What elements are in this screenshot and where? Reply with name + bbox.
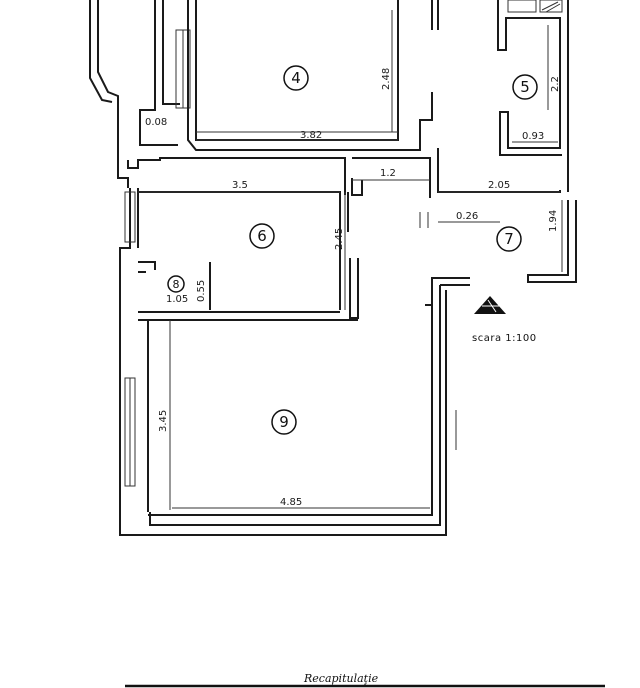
room-number-4: 4 bbox=[291, 69, 301, 87]
room-number-6: 6 bbox=[257, 227, 267, 245]
dim-1-05: 1.05 bbox=[166, 294, 188, 305]
dim-2-45: 2.45 bbox=[334, 228, 345, 250]
dim-1-2: 1.2 bbox=[380, 168, 396, 179]
dim-0-55: 0.55 bbox=[196, 280, 207, 302]
room-number-8: 8 bbox=[173, 278, 180, 291]
room-label-9: 9 bbox=[271, 409, 297, 435]
room-label-7: 7 bbox=[496, 226, 522, 252]
dim-2-48: 2.48 bbox=[381, 68, 392, 90]
dim-2-2: 2.2 bbox=[550, 76, 561, 92]
room-4-walls bbox=[187, 0, 439, 151]
room-label-8: 8 bbox=[167, 275, 185, 293]
dim-0-26: 0.26 bbox=[456, 211, 478, 222]
north-arrow-icon bbox=[474, 296, 506, 314]
room-5-walls bbox=[497, 0, 569, 192]
dim-3-5: 3.5 bbox=[232, 180, 248, 191]
scale-label: scara 1:100 bbox=[472, 333, 537, 344]
dim-0-93: 0.93 bbox=[522, 131, 544, 142]
room-6-walls bbox=[119, 188, 359, 536]
room-label-4: 4 bbox=[283, 65, 309, 91]
upper-left-walls bbox=[89, 0, 191, 188]
summary-heading: Recapitulaţie bbox=[303, 672, 379, 685]
room-number-7: 7 bbox=[504, 230, 514, 248]
room-number-5: 5 bbox=[520, 78, 530, 96]
dimension-lines bbox=[138, 10, 563, 310]
room-7-walls bbox=[127, 148, 577, 283]
dim-4-85: 4.85 bbox=[280, 497, 302, 508]
room-9-walls bbox=[124, 277, 470, 536]
room-number-9: 9 bbox=[279, 413, 289, 431]
room-label-6: 6 bbox=[249, 223, 275, 249]
dim-0-08: 0.08 bbox=[145, 117, 167, 128]
dim-3-82: 3.82 bbox=[300, 130, 322, 141]
dim-1-94: 1.94 bbox=[548, 210, 559, 232]
room-label-5: 5 bbox=[512, 74, 538, 100]
dim-2-05: 2.05 bbox=[488, 180, 510, 191]
dim-3-45: 3.45 bbox=[158, 410, 169, 432]
